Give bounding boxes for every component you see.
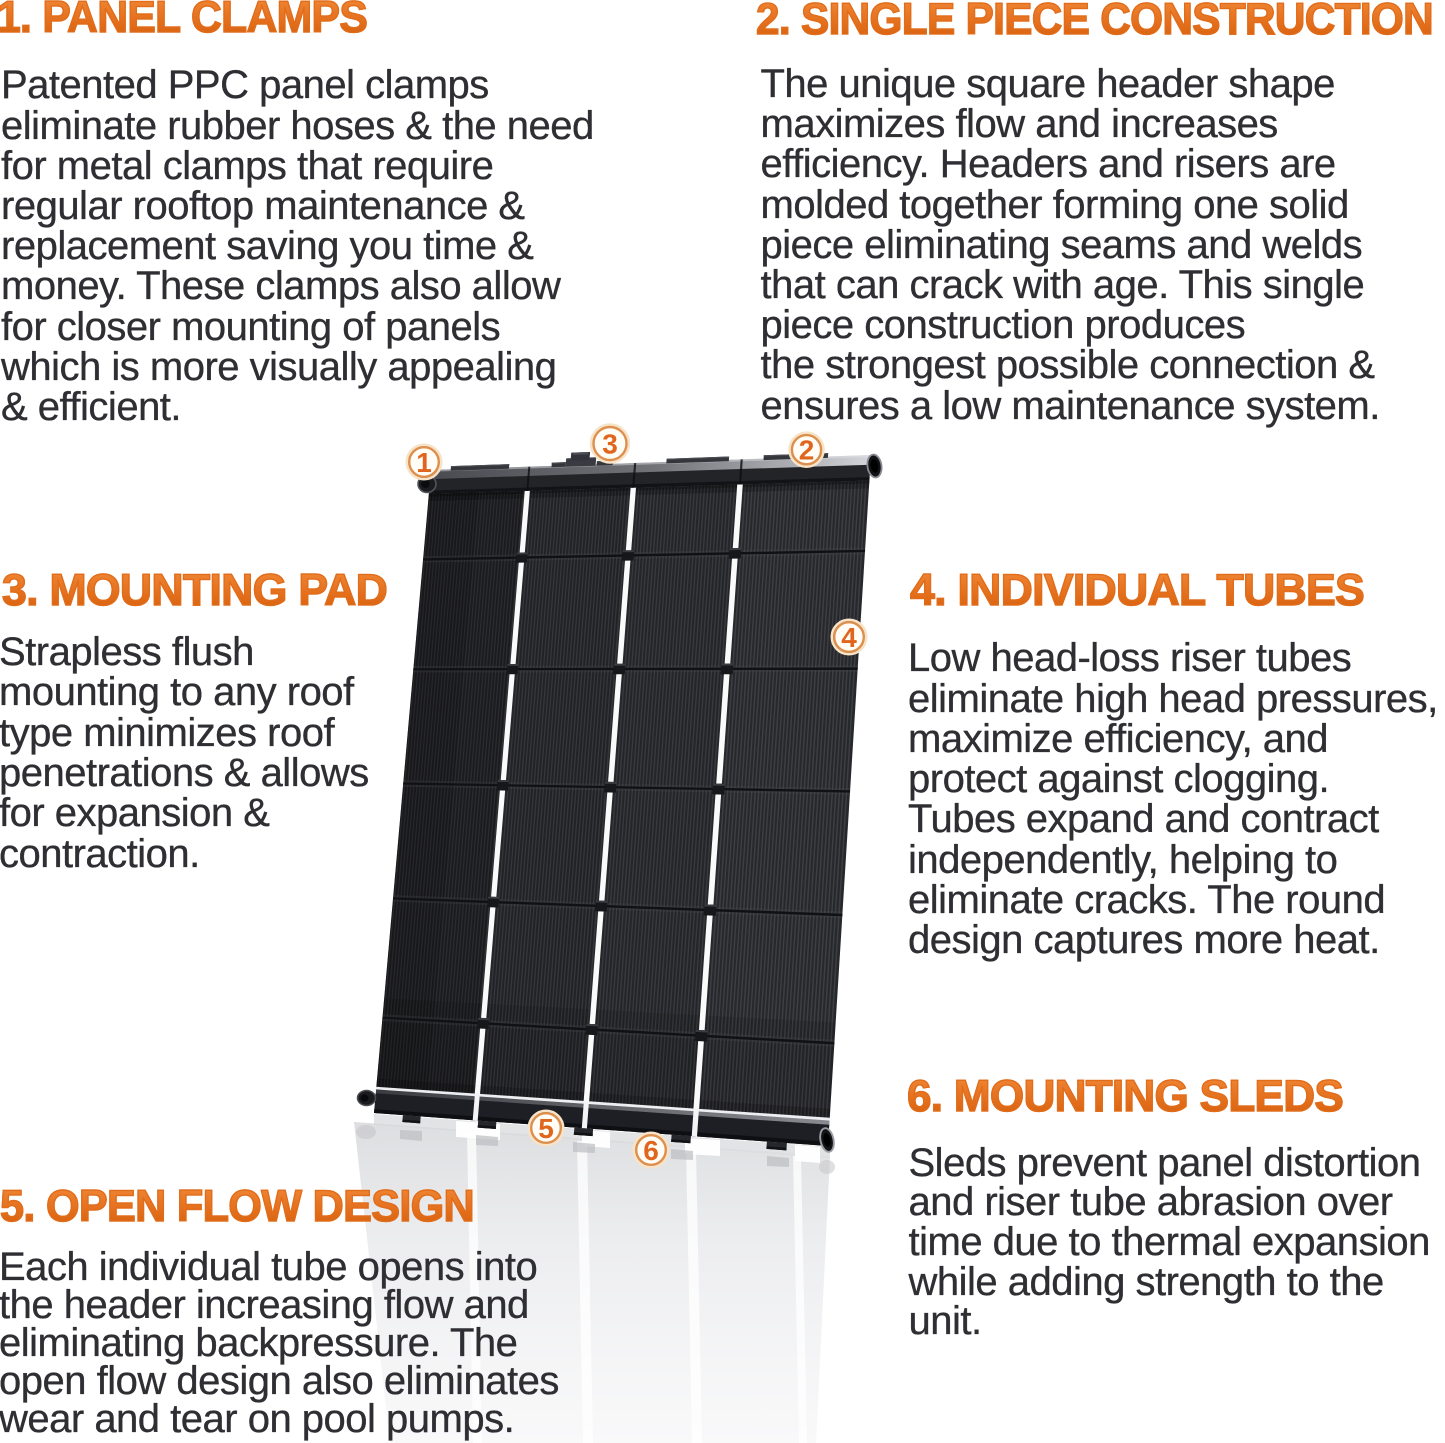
- svg-text:3: 3: [602, 428, 618, 459]
- svg-text:6: 6: [643, 1135, 659, 1166]
- svg-text:2: 2: [799, 435, 815, 466]
- svg-text:1: 1: [416, 447, 432, 478]
- svg-text:4: 4: [841, 622, 857, 653]
- svg-text:5: 5: [538, 1113, 554, 1144]
